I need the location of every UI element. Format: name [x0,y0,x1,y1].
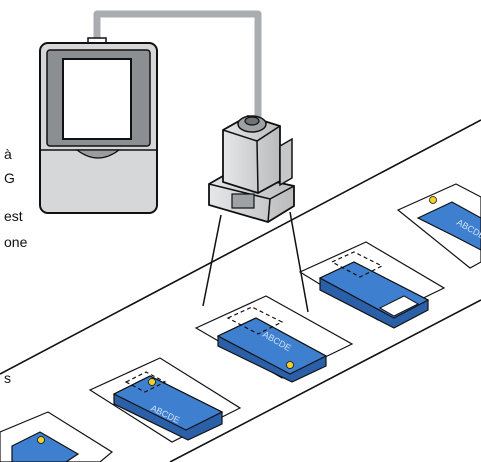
text-fragment-4: one [4,234,28,250]
tray-2: ABCDE [88,357,242,443]
view-line-right [289,211,309,313]
conveyor-edge-top [0,119,481,375]
tray-1 [0,411,114,462]
view-line-left [202,214,222,307]
tray-3: ABCDE [194,295,354,383]
text-fragment-1: à [4,146,12,162]
text-fragment-3: est [4,208,23,224]
controller-monitor-icon [39,37,158,214]
camera-sensor-icon [208,115,295,223]
inspection-roi-3 [330,251,384,278]
inspection-roi-1 [124,371,167,393]
text-fragment-2: G [4,170,15,186]
camera-cable [93,10,262,122]
text-fragment-5: s [4,370,11,386]
tray-4 [298,241,446,329]
inspection-roi-2 [226,306,284,335]
tray-5: ABCDE [396,183,481,269]
conveyor-edge-bottom [169,299,481,462]
